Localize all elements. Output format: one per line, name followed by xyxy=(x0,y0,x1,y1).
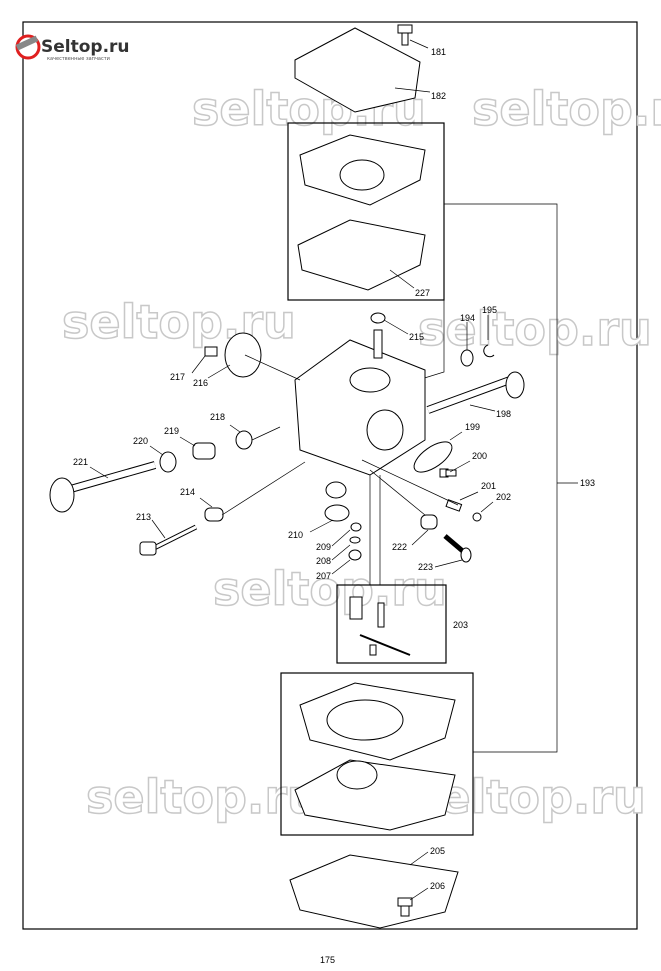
part-labels: 181 182 227 215 194 195 217 216 198 218 … xyxy=(73,47,511,891)
page-frame xyxy=(22,21,638,930)
label-209: 209 xyxy=(316,542,331,552)
logo-tagline: качественные запчасти xyxy=(47,56,110,62)
label-214: 214 xyxy=(180,487,195,497)
page-number: 175 xyxy=(320,955,335,965)
label-216: 216 xyxy=(193,378,208,388)
label-181: 181 xyxy=(431,47,446,57)
label-213: 213 xyxy=(136,512,151,522)
label-193: 193 xyxy=(580,478,595,488)
label-202: 202 xyxy=(496,492,511,502)
label-221: 221 xyxy=(73,457,88,467)
carburetor-body xyxy=(294,339,426,476)
label-222: 222 xyxy=(392,542,407,552)
label-223: 223 xyxy=(418,562,433,572)
diaphragm xyxy=(294,759,456,831)
label-206: 206 xyxy=(430,881,445,891)
label-194: 194 xyxy=(460,313,475,323)
label-220: 220 xyxy=(133,436,148,446)
watermarks: seltop.ru seltop.ru seltop.ru seltop.ru … xyxy=(61,81,661,825)
label-195: 195 xyxy=(482,305,497,315)
label-200: 200 xyxy=(472,451,487,461)
cover-182 xyxy=(294,27,421,113)
needle-kit-box xyxy=(336,584,447,664)
leader-lines xyxy=(89,39,496,901)
label-198: 198 xyxy=(496,409,511,419)
label-199: 199 xyxy=(465,422,480,432)
watermark: seltop.ru xyxy=(62,295,296,349)
label-207: 207 xyxy=(316,571,331,581)
part-shapes xyxy=(49,24,525,929)
watermark: seltop.ru xyxy=(472,82,661,136)
diaphragm-box xyxy=(280,672,474,836)
bracket-193: 193 xyxy=(417,203,595,753)
label-219: 219 xyxy=(164,426,179,436)
label-217: 217 xyxy=(170,372,185,382)
watermark: seltop.ru xyxy=(213,562,447,616)
label-205: 205 xyxy=(430,846,445,856)
watermark: seltop.ru xyxy=(86,770,320,824)
label-218: 218 xyxy=(210,412,225,422)
label-201: 201 xyxy=(481,481,496,491)
label-210: 210 xyxy=(288,530,303,540)
logo-text: Seltop.ru xyxy=(41,37,130,57)
seltop-logo[interactable]: Seltop.ru качественные запчасти xyxy=(15,34,130,62)
label-215: 215 xyxy=(409,332,424,342)
label-182: 182 xyxy=(431,91,446,101)
label-208: 208 xyxy=(316,556,331,566)
label-203: 203 xyxy=(453,620,468,630)
label-227: 227 xyxy=(415,288,430,298)
gasket-227 xyxy=(297,219,426,291)
cover-205 xyxy=(289,854,459,929)
watermark: seltop.ru xyxy=(418,302,652,356)
